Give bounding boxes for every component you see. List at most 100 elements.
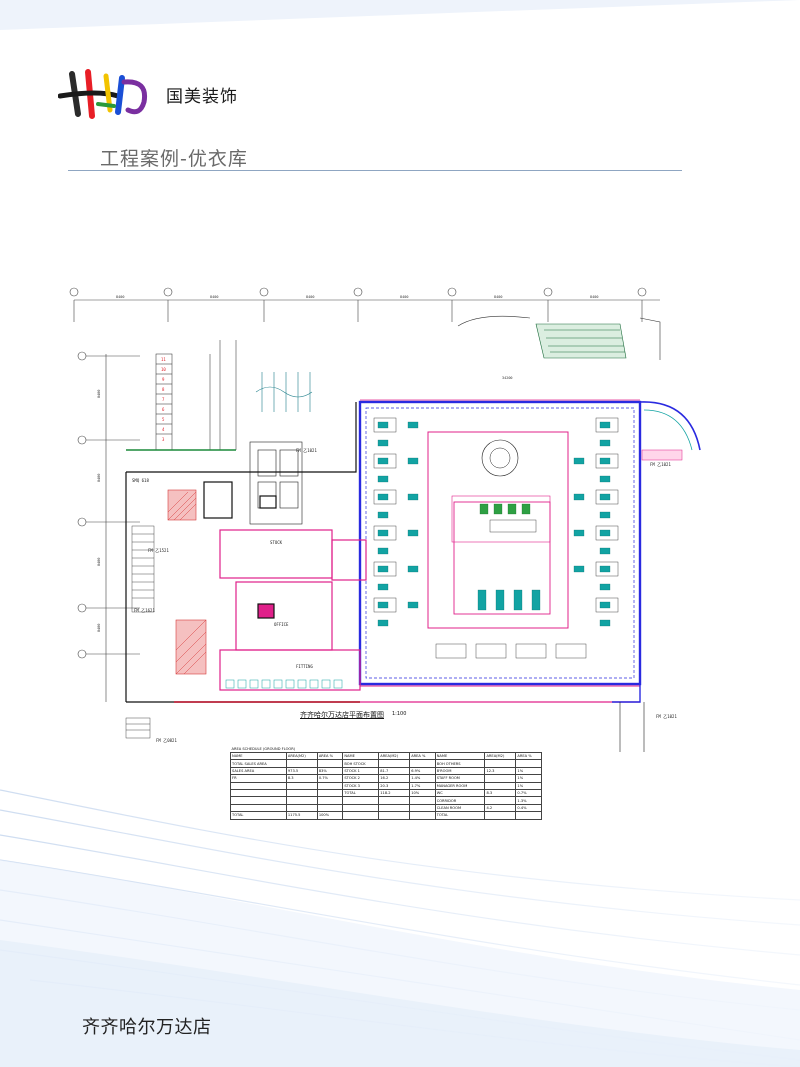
schedule-cell: WC bbox=[434, 788, 486, 798]
schedule-cell bbox=[230, 796, 287, 805]
schedule-cell: 1175.5 bbox=[285, 811, 318, 820]
svg-text:4: 4 bbox=[162, 427, 165, 432]
fixture-frames bbox=[373, 417, 619, 659]
schedule-cell: MANAGER ROOM bbox=[434, 781, 486, 790]
label-door-6: FM 乙1021 bbox=[656, 713, 677, 719]
schedule-cell bbox=[316, 781, 344, 790]
schedule-cell bbox=[342, 796, 380, 805]
label-door-4: FM 乙0821 bbox=[156, 737, 177, 743]
label-shaft: SMQ 618 bbox=[132, 478, 149, 483]
schedule-cell bbox=[484, 796, 517, 805]
floor-plan: 8400 8400 8400 8400 8400 8400 34200 8400… bbox=[69, 287, 701, 752]
schedule-cell: 16.2 bbox=[378, 774, 411, 783]
schedule-cell: 0.4% bbox=[515, 803, 542, 813]
schedule-header: AREA(M2) bbox=[484, 751, 517, 761]
plan-grid bbox=[69, 287, 660, 702]
schedule-cell bbox=[378, 796, 411, 805]
label-door-5: FM 乙1021 bbox=[650, 461, 671, 467]
schedule-cell bbox=[409, 759, 436, 768]
schedule-cell bbox=[230, 803, 287, 813]
schedule-cell: BOH STOCK bbox=[342, 759, 380, 768]
schedule-cell: STOCK 2 bbox=[342, 774, 380, 783]
dim-top-2: 8400 bbox=[210, 295, 218, 299]
dim-top-3: 8400 bbox=[306, 295, 314, 299]
schedule-cell bbox=[484, 774, 517, 783]
entrance-pink-strip bbox=[641, 449, 683, 461]
hatch-lines bbox=[167, 491, 207, 675]
dim-inner-total: 34200 bbox=[502, 376, 513, 380]
svg-text:11: 11 bbox=[161, 357, 166, 362]
schedule-cell: CORRIDOR bbox=[434, 796, 486, 805]
room-labels: SMQ 618 STOCK OFFICE FITTING FM 乙1021 FM… bbox=[132, 447, 677, 743]
label-door-1: FM 乙1021 bbox=[296, 447, 317, 453]
section-title: 工程案例-优衣库 bbox=[100, 148, 248, 170]
dim-vert-3: 8400 bbox=[97, 558, 101, 566]
label-door-3: FM 乙1621 bbox=[134, 607, 155, 613]
label-office: OFFICE bbox=[274, 622, 289, 627]
schedule-cell: 0.7% bbox=[515, 788, 542, 798]
dim-top-5: 8400 bbox=[494, 295, 502, 299]
schedule-cell bbox=[342, 811, 380, 820]
right-tower bbox=[619, 702, 645, 752]
schedule-cell: 8.3 bbox=[285, 774, 318, 783]
svg-text:10: 10 bbox=[161, 367, 166, 372]
boh-rooms bbox=[219, 529, 367, 691]
curved-outline-2 bbox=[639, 317, 661, 360]
area-schedule: AREA SCHEDULE (GROUND FLOOR) NAME AREA(M… bbox=[230, 746, 542, 820]
schedule-cell: TOTAL bbox=[230, 811, 287, 820]
plan-scale: 1:100 bbox=[392, 711, 407, 717]
dim-vert-2: 8400 bbox=[97, 474, 101, 482]
schedule-cell bbox=[484, 781, 517, 790]
curved-outline bbox=[457, 315, 531, 327]
schedule-cell: 1% bbox=[515, 766, 542, 776]
plan-title: 齐齐哈尔万达店平面布置图 bbox=[300, 711, 384, 719]
svg-text:3: 3 bbox=[162, 437, 165, 442]
schedule-header: NAME bbox=[434, 751, 486, 761]
svg-text:6: 6 bbox=[162, 407, 165, 412]
dimension-labels: 8400 8400 8400 8400 8400 8400 34200 8400… bbox=[97, 295, 598, 632]
schedule-cell: 1.3% bbox=[515, 796, 542, 805]
retail-hall bbox=[358, 399, 642, 687]
schedule-cell: STOCK 3 bbox=[342, 781, 380, 790]
schedule-cell bbox=[316, 803, 344, 813]
stair-section bbox=[535, 323, 627, 359]
schedule-cell bbox=[409, 796, 436, 805]
schedule-cell: 12.3 bbox=[484, 766, 517, 776]
schedule-cell bbox=[285, 803, 318, 813]
schedule-cell: 10% bbox=[409, 788, 436, 798]
floor-index-column bbox=[155, 340, 237, 451]
schedule-cell bbox=[515, 759, 542, 768]
schedule-cell: 4.2 bbox=[484, 803, 517, 813]
schedule-header: AREA % bbox=[316, 751, 344, 761]
label-fitting: FITTING bbox=[296, 664, 313, 669]
schedule-cell bbox=[409, 803, 436, 813]
schedule-cell: STAFF ROOM bbox=[434, 774, 486, 783]
schedule-cell: 81.7 bbox=[378, 766, 411, 776]
schedule-cell bbox=[316, 759, 344, 768]
schedule-cell bbox=[515, 811, 542, 820]
svg-text:9: 9 bbox=[162, 377, 165, 382]
project-caption: 齐齐哈尔万达店 bbox=[82, 1017, 212, 1038]
schedule-header: NAME bbox=[342, 751, 380, 761]
entrance-curve bbox=[639, 401, 701, 451]
label-stock: STOCK bbox=[270, 540, 283, 545]
schedule-cell: CLEAN ROOM bbox=[434, 803, 486, 813]
schedule-header: NAME bbox=[230, 751, 287, 761]
svg-text:5: 5 bbox=[162, 417, 165, 422]
schedule-cell bbox=[342, 803, 380, 813]
schedule-cell bbox=[285, 788, 318, 798]
schedule-cell: 118.2 bbox=[378, 788, 411, 798]
schedule-cell bbox=[230, 788, 287, 798]
dim-vert-1: 8400 bbox=[97, 390, 101, 398]
schedule-header: AREA % bbox=[515, 751, 542, 761]
wall-fixtures bbox=[377, 421, 611, 627]
schedule-cell: 20.3 bbox=[378, 781, 411, 790]
dim-vert-4: 8400 bbox=[97, 624, 101, 632]
right-return bbox=[612, 684, 641, 703]
